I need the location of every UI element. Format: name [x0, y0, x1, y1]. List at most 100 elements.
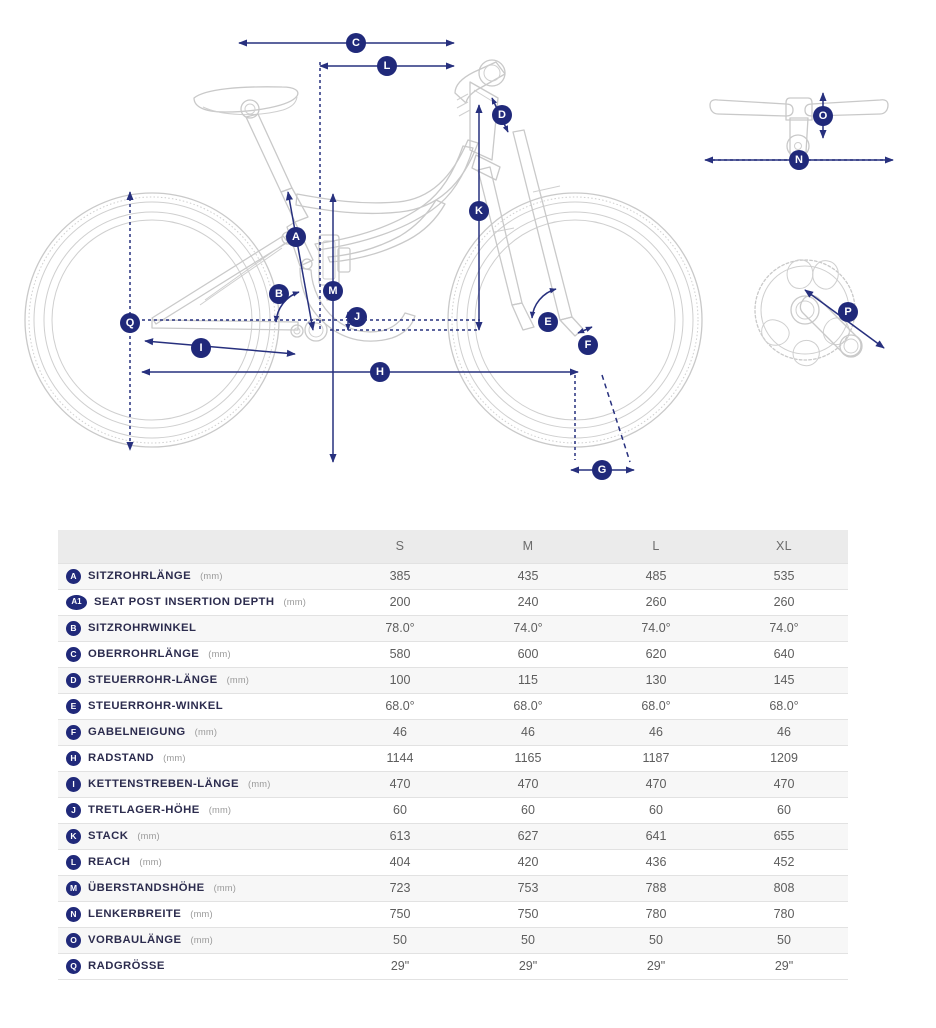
cell-value: 655: [720, 822, 848, 849]
row-badge-n: N: [66, 906, 81, 922]
row-label: OBERROHRLÄNGE: [88, 648, 200, 660]
row-label: ÜBERSTANDSHÖHE: [88, 882, 205, 894]
dimension-I: I: [144, 338, 296, 358]
row-label: SITZROHRLÄNGE: [88, 570, 192, 582]
row-badge-o: O: [66, 932, 81, 948]
cell-value: 68.0°: [720, 692, 848, 719]
crankset-inset: P: [754, 259, 885, 367]
row-label: RADSTAND: [88, 752, 155, 764]
header-size-l: L: [592, 530, 720, 563]
cell-value: 260: [720, 588, 848, 615]
cell-value: 641: [592, 822, 720, 849]
cell-value: 1209: [720, 744, 848, 771]
cell-value: 50: [720, 926, 848, 953]
row-unit: (mm): [226, 675, 250, 685]
svg-text:O: O: [819, 110, 828, 122]
row-unit: (mm): [137, 831, 160, 841]
cell-value: 640: [720, 640, 848, 667]
cell-value: 470: [720, 770, 848, 797]
row-label: SEAT POST INSERTION DEPTH: [94, 596, 275, 608]
cell-value: 780: [592, 900, 720, 927]
row-label: SITZROHRWINKEL: [88, 622, 197, 634]
row-badge-i: I: [66, 776, 81, 792]
cell-value: 29": [720, 952, 848, 980]
bike-geometry-diagram: C L A B: [0, 0, 936, 500]
cell-value: 29": [336, 952, 464, 980]
diagram-svg: C L A B: [24, 33, 894, 480]
svg-text:G: G: [598, 464, 607, 476]
row-badge-f: F: [66, 724, 81, 740]
dimension-A: A: [285, 191, 316, 331]
cell-value: 723: [336, 874, 464, 901]
cell-value: 60: [336, 796, 464, 823]
svg-text:C: C: [352, 37, 360, 49]
cell-value: 808: [720, 874, 848, 901]
dimension-C: C: [238, 33, 455, 53]
row-label: TRETLAGER-HÖHE: [88, 804, 200, 816]
row-unit: (mm): [213, 883, 237, 893]
header-size-xl: XL: [720, 530, 848, 563]
row-label: GABELNEIGUNG: [88, 726, 186, 738]
cell-value: 470: [592, 770, 720, 797]
cell-value: 385: [336, 562, 464, 589]
svg-text:I: I: [199, 342, 202, 354]
cell-value: 46: [464, 718, 592, 745]
header-size-s: S: [336, 530, 464, 563]
dimension-B: B: [269, 284, 300, 323]
cell-value: 240: [464, 588, 592, 615]
bike-frame: [151, 59, 584, 342]
cell-value: 788: [592, 874, 720, 901]
row-badge-m: M: [66, 880, 81, 896]
cell-value: 74.0°: [464, 614, 592, 641]
row-label: REACH: [88, 856, 131, 868]
cell-value: 50: [464, 926, 592, 953]
cell-value: 78.0°: [336, 614, 464, 641]
handlebar-inset: O N: [704, 92, 894, 170]
row-badge-k: K: [66, 828, 81, 844]
cell-value: 420: [464, 848, 592, 875]
row-label: VORBAULÄNGE: [88, 934, 182, 946]
cell-value: 470: [464, 770, 592, 797]
row-unit: (mm): [200, 571, 223, 581]
cell-value: 260: [592, 588, 720, 615]
svg-text:A: A: [292, 231, 300, 243]
row-label-cell: B SITZROHRWINKEL: [58, 614, 336, 641]
svg-text:M: M: [328, 285, 337, 297]
svg-text:H: H: [376, 366, 384, 378]
cell-value: 50: [592, 926, 720, 953]
cell-value: 130: [592, 666, 720, 693]
row-unit: (mm): [139, 857, 162, 867]
row-unit: (mm): [208, 649, 231, 659]
cell-value: 452: [720, 848, 848, 875]
dimension-M: M: [323, 193, 343, 463]
header-row: S M L XL: [58, 530, 848, 563]
cell-value: 435: [464, 562, 592, 589]
cell-value: 46: [336, 718, 464, 745]
cell-value: 753: [464, 874, 592, 901]
svg-text:E: E: [544, 316, 551, 328]
cell-value: 68.0°: [592, 692, 720, 719]
row-badge-e: E: [66, 698, 81, 714]
cell-value: 115: [464, 666, 592, 693]
row-badge-b: B: [66, 620, 81, 636]
cell-value: 620: [592, 640, 720, 667]
row-label: STEUERROHR-LÄNGE: [88, 674, 218, 686]
row-badge-q: Q: [66, 958, 81, 974]
row-unit: (mm): [190, 909, 213, 919]
